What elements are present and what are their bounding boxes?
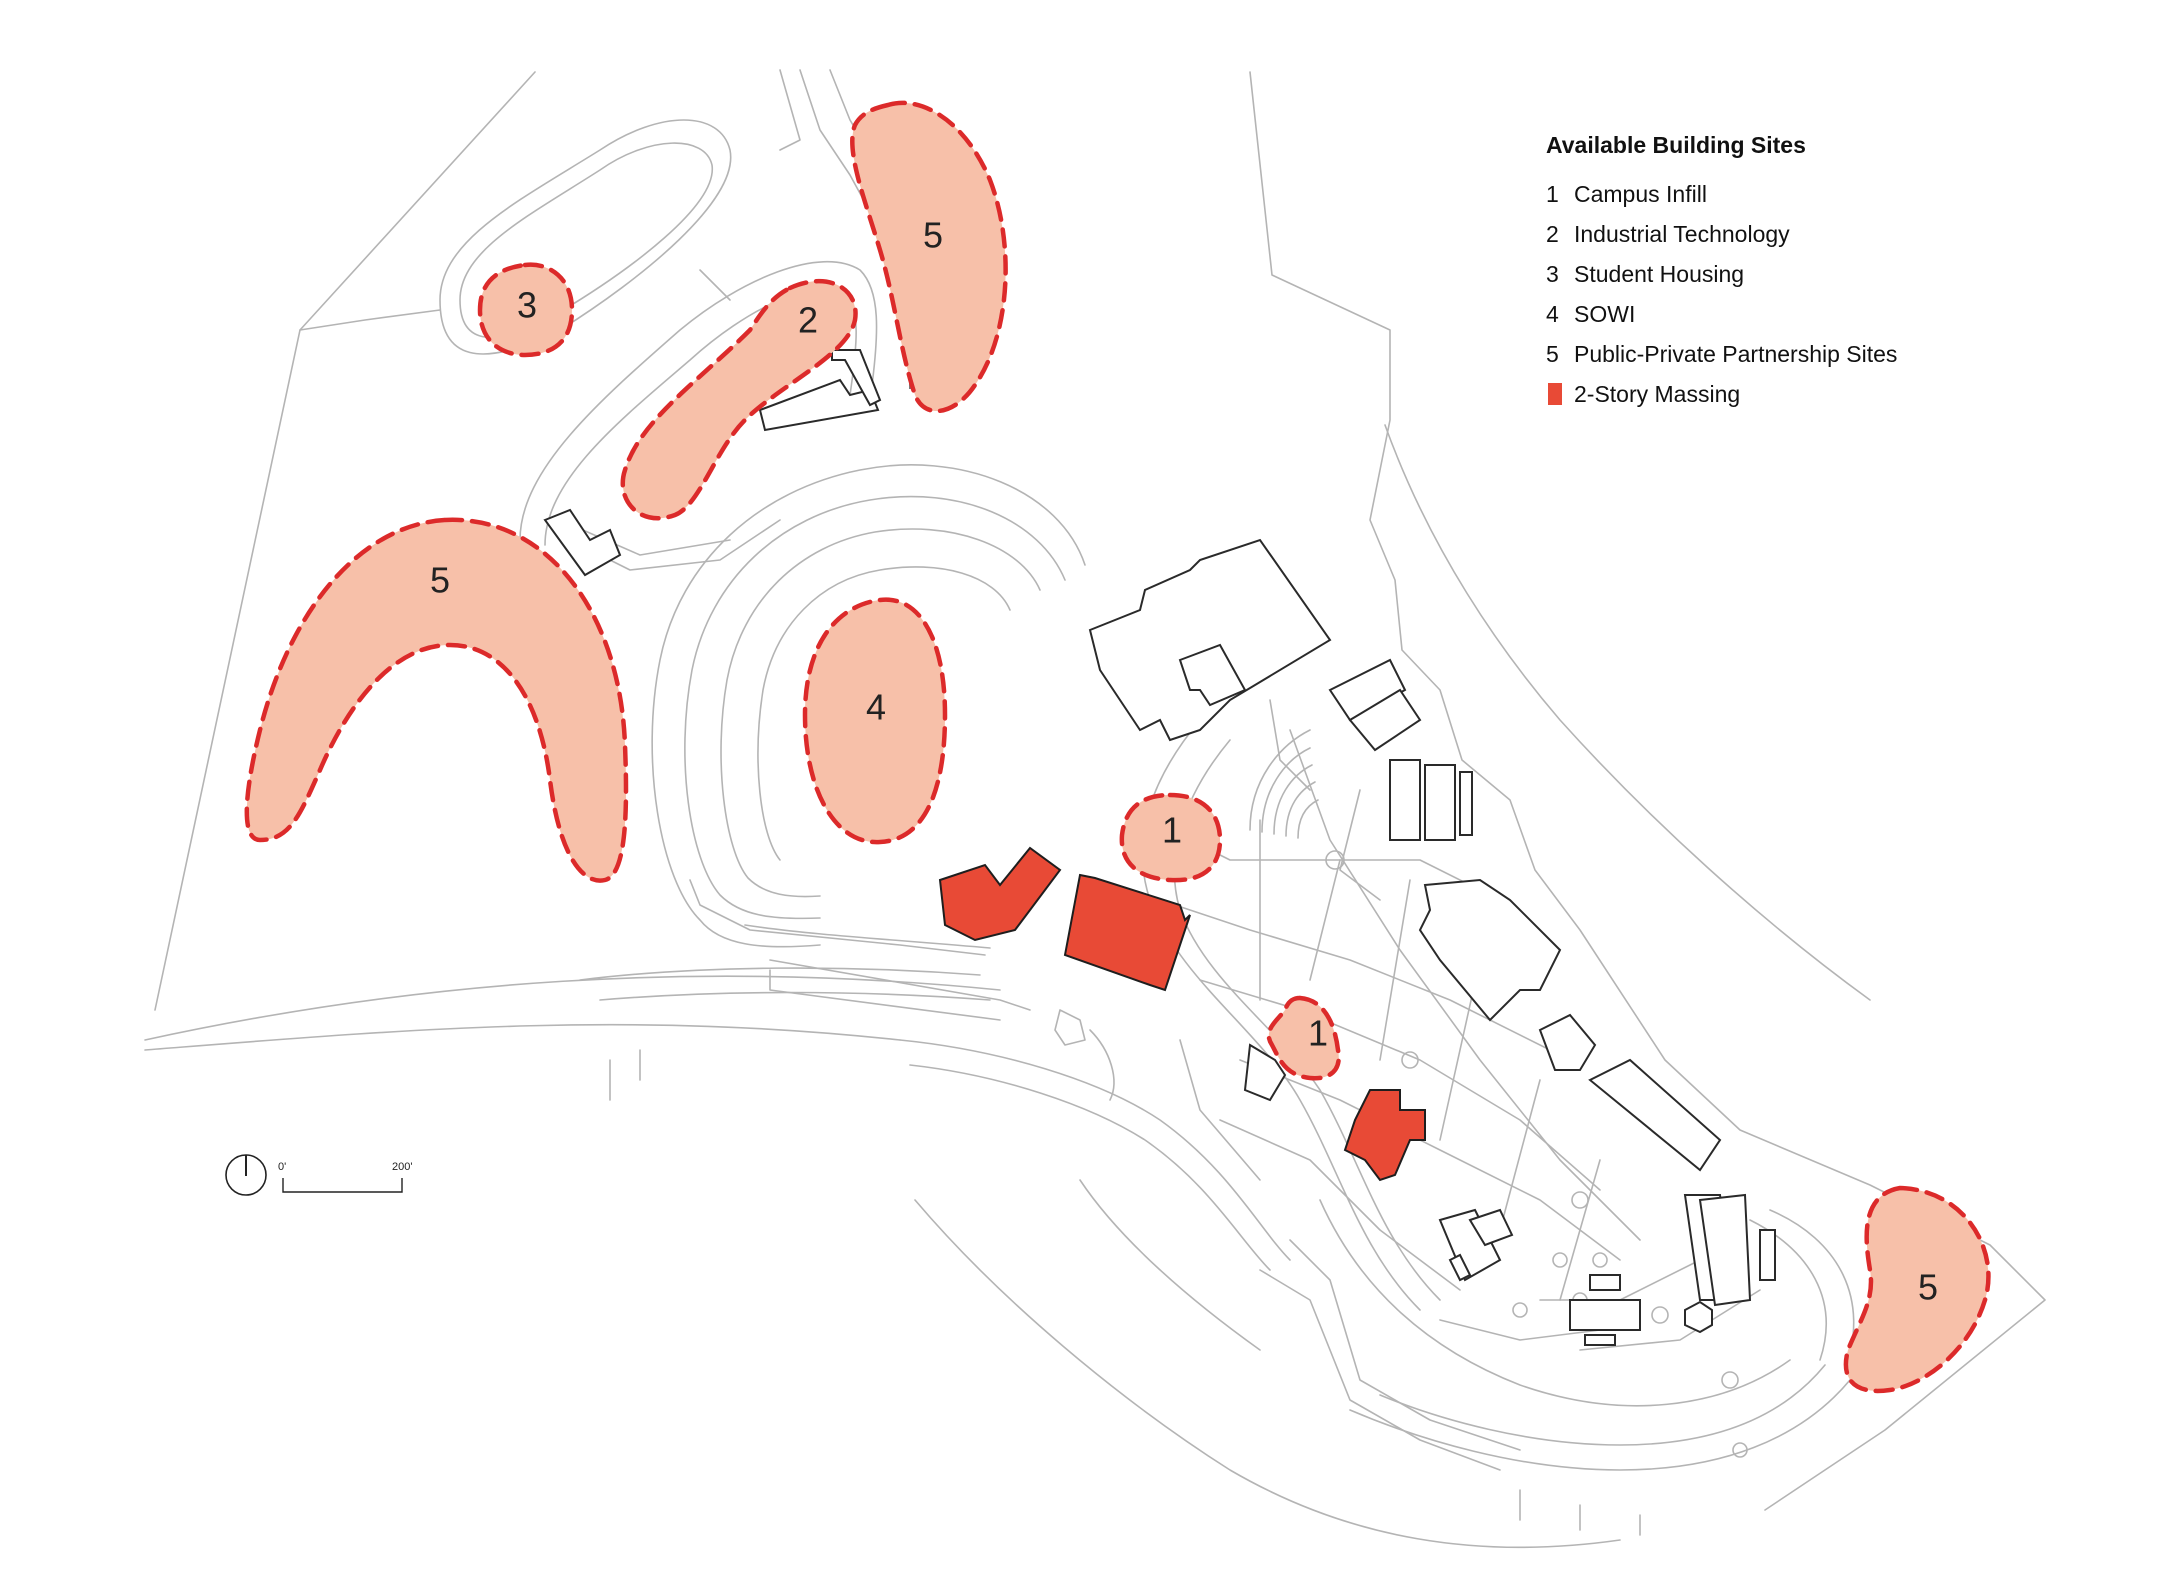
legend-label: SOWI	[1574, 301, 1636, 327]
building-sites	[244, 100, 1991, 1394]
legend-key: 2	[1546, 221, 1559, 247]
site-1-campus-infill-south	[1266, 995, 1342, 1081]
massing-block-central	[1063, 873, 1191, 992]
site-5-west-public-private	[244, 517, 629, 883]
legend-key: 5	[1546, 341, 1559, 367]
site-label-4: 4	[866, 687, 886, 728]
site-label-2: 2	[798, 300, 818, 341]
north-arrow-icon	[225, 1154, 267, 1196]
site-1-campus-infill-north	[1119, 792, 1223, 883]
site-label-5-southeast: 5	[1918, 1267, 1938, 1308]
site-label-1-south: 1	[1308, 1013, 1328, 1054]
massing-blocks	[938, 846, 1426, 1182]
scale-end-label: 200'	[392, 1161, 412, 1173]
legend-item-3: 3 Student Housing	[1546, 254, 2026, 294]
legend-item-4: 4 SOWI	[1546, 294, 2026, 334]
site-label-1-north: 1	[1162, 810, 1182, 851]
legend-item-massing: 2-Story Massing	[1546, 374, 2026, 414]
site-3-student-housing	[477, 262, 575, 358]
massing-swatch	[1548, 383, 1562, 405]
legend-label: Industrial Technology	[1574, 221, 1790, 247]
site-label-5-north: 5	[923, 215, 943, 256]
legend-label: Student Housing	[1574, 261, 1745, 287]
legend-label: Public-Private Partnership Sites	[1574, 341, 1898, 367]
scale-zero-label: 0'	[278, 1161, 286, 1173]
legend-key: 4	[1546, 301, 1559, 327]
massing-block-west	[938, 846, 1062, 942]
legend-item-5: 5 Public-Private Partnership Sites	[1546, 334, 2026, 374]
site-label-5-west: 5	[430, 560, 450, 601]
legend-key: 3	[1546, 261, 1559, 287]
legend-label: 2-Story Massing	[1574, 381, 1741, 407]
legend-item-1: 1 Campus Infill	[1546, 174, 2026, 214]
site-labels: 3 2 5 5 4 1 1 5	[430, 215, 1938, 1308]
legend-item-2: 2 Industrial Technology	[1546, 214, 2026, 254]
legend: Available Building Sites 1 Campus Infill…	[1546, 132, 2026, 414]
legend-key: 1	[1546, 181, 1559, 207]
loop-road	[579, 464, 1115, 1101]
buildings	[543, 271, 1776, 1346]
massing-block-cross	[1343, 1089, 1426, 1182]
site-5-southeast-public-private	[1843, 1185, 1991, 1394]
legend-label: Campus Infill	[1574, 181, 1707, 207]
site-4-sowi	[802, 597, 948, 845]
legend-title: Available Building Sites	[1546, 132, 1806, 158]
site-2-industrial-technology	[620, 278, 858, 521]
site-5-north-public-private	[850, 100, 1008, 414]
scale-bar: 0' 200'	[278, 1161, 412, 1193]
site-label-3: 3	[517, 285, 537, 326]
property-boundary	[144, 71, 2046, 1549]
